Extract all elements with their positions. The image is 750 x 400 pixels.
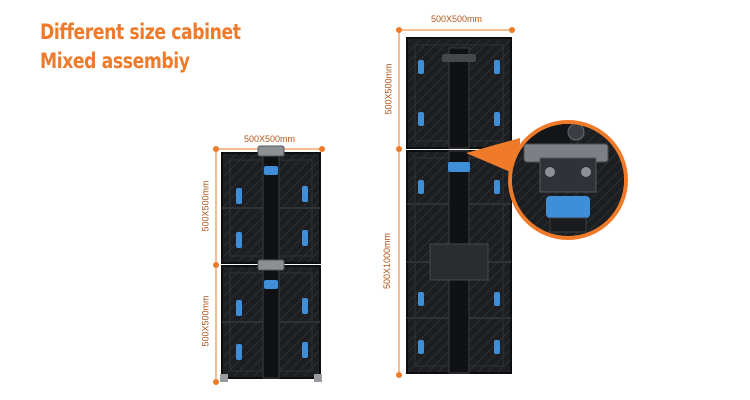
left-width-label: 500X500mm: [244, 134, 296, 144]
right-lower-cabinet: [406, 150, 512, 374]
right-upper-cabinet: [406, 37, 512, 149]
right-cabinet-stack: [396, 27, 520, 378]
headline-line-1: Different size cabinet: [40, 20, 241, 44]
left-cabinet-stack: [213, 145, 325, 385]
callout-pointer: [466, 138, 520, 176]
magnified-lock-detail: [508, 120, 628, 240]
left-lower-height-label: 500X500mm: [200, 295, 211, 347]
right-width-label: 500X500mm: [431, 14, 483, 24]
left-upper-cabinet: [221, 145, 321, 264]
headline-line-2: Mixed assembiy: [40, 49, 190, 73]
left-upper-height-label: 500X500mm: [200, 180, 211, 232]
right-upper-height-label: 500X500mm: [383, 63, 394, 115]
left-lower-cabinet: [220, 259, 322, 382]
right-lower-height-label: 500X1000mm: [382, 232, 393, 290]
